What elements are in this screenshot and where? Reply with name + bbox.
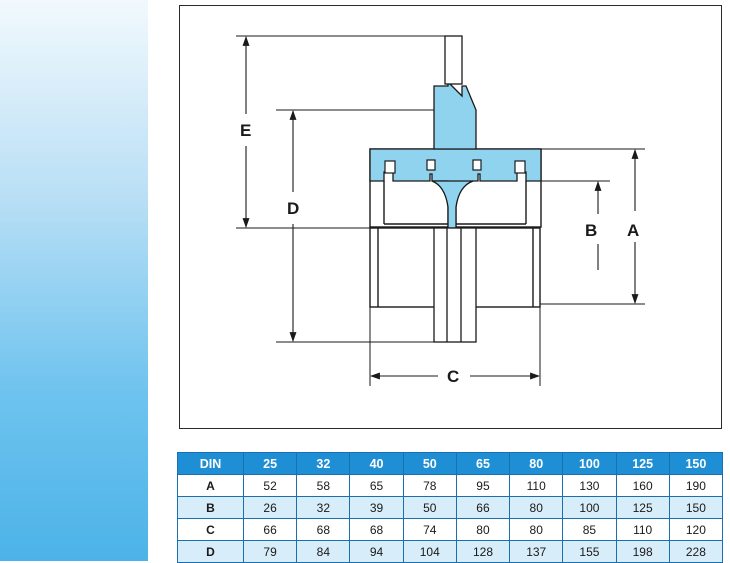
- row-key: A: [177, 474, 244, 497]
- label-c: C: [447, 367, 459, 386]
- table-cell: 155: [562, 540, 617, 563]
- table-cell: 52: [242, 474, 298, 497]
- table-cell: 198: [615, 540, 670, 563]
- technical-drawing: E D B A C: [179, 5, 722, 429]
- table-cell: 160: [615, 474, 670, 497]
- table-cell: 94: [349, 540, 404, 563]
- table-header-row: DIN 25 32 40 50 65 80 100 125 150: [177, 452, 724, 475]
- table-cell: 68: [296, 518, 351, 541]
- table-header-cell: 40: [349, 452, 404, 475]
- table-header-cell: 80: [509, 452, 564, 475]
- seal-flaps: [384, 159, 526, 174]
- table-cell: 85: [562, 518, 617, 541]
- table-cell: 39: [349, 496, 404, 519]
- label-e: E: [240, 121, 251, 140]
- table-cell: 58: [296, 474, 351, 497]
- table-row: B 26 32 39 50 66 80 100 125 150: [177, 496, 724, 519]
- table-cell: 66: [455, 496, 511, 519]
- table-cell: 65: [349, 474, 404, 497]
- table-cell: 128: [455, 540, 511, 563]
- valve-cross-section: E D B A C: [236, 35, 645, 386]
- table-cell: 228: [668, 540, 724, 563]
- table-cell: 95: [455, 474, 511, 497]
- table-cell: 104: [402, 540, 457, 563]
- table-header-cell: 100: [562, 452, 617, 475]
- dimension-labels: E D B A C: [240, 121, 639, 386]
- table-cell: 74: [402, 518, 457, 541]
- table-header-cell: 50: [402, 452, 457, 475]
- stem: [433, 35, 477, 343]
- table-cell: 78: [402, 474, 457, 497]
- table-header-cell: DIN: [177, 452, 244, 475]
- table-cell: 190: [668, 474, 724, 497]
- row-key: B: [177, 496, 244, 519]
- table-row: C 66 68 68 74 80 80 85 110 120: [177, 518, 724, 541]
- table-cell: 110: [615, 518, 670, 541]
- table-cell: 32: [296, 496, 351, 519]
- table-cell: 80: [509, 496, 564, 519]
- fluid-fill: [369, 80, 542, 229]
- row-key: D: [177, 540, 244, 563]
- label-a: A: [627, 221, 639, 240]
- extension-lines: [236, 35, 645, 386]
- table-header-cell: 32: [296, 452, 351, 475]
- table-header-cell: 150: [668, 452, 724, 475]
- table-cell: 26: [242, 496, 298, 519]
- table-cell: 137: [509, 540, 564, 563]
- table-header-cell: 125: [615, 452, 670, 475]
- label-d: D: [287, 199, 299, 218]
- table-cell: 84: [296, 540, 351, 563]
- table-cell: 50: [402, 496, 457, 519]
- table-cell: 100: [562, 496, 617, 519]
- table-cell: 150: [668, 496, 724, 519]
- table-row: A 52 58 65 78 95 110 130 160 190: [177, 474, 724, 497]
- table-cell: 79: [242, 540, 298, 563]
- dimension-arrows: [242, 36, 639, 380]
- table-cell: 80: [455, 518, 511, 541]
- table-cell: 130: [562, 474, 617, 497]
- table-cell: 120: [668, 518, 724, 541]
- decorative-sidebar: [0, 0, 148, 561]
- table-cell: 125: [615, 496, 670, 519]
- table-cell: 80: [509, 518, 564, 541]
- table-row: D 79 84 94 104 128 137 155 198 228: [177, 540, 724, 563]
- table-header-cell: 65: [455, 452, 511, 475]
- table-cell: 110: [509, 474, 564, 497]
- table-cell: 68: [349, 518, 404, 541]
- row-key: C: [177, 518, 244, 541]
- table-cell: 66: [242, 518, 298, 541]
- label-b: B: [585, 221, 597, 240]
- table-header-cell: 25: [242, 452, 298, 475]
- dimension-table: DIN 25 32 40 50 65 80 100 125 150 A 52 5…: [177, 452, 724, 563]
